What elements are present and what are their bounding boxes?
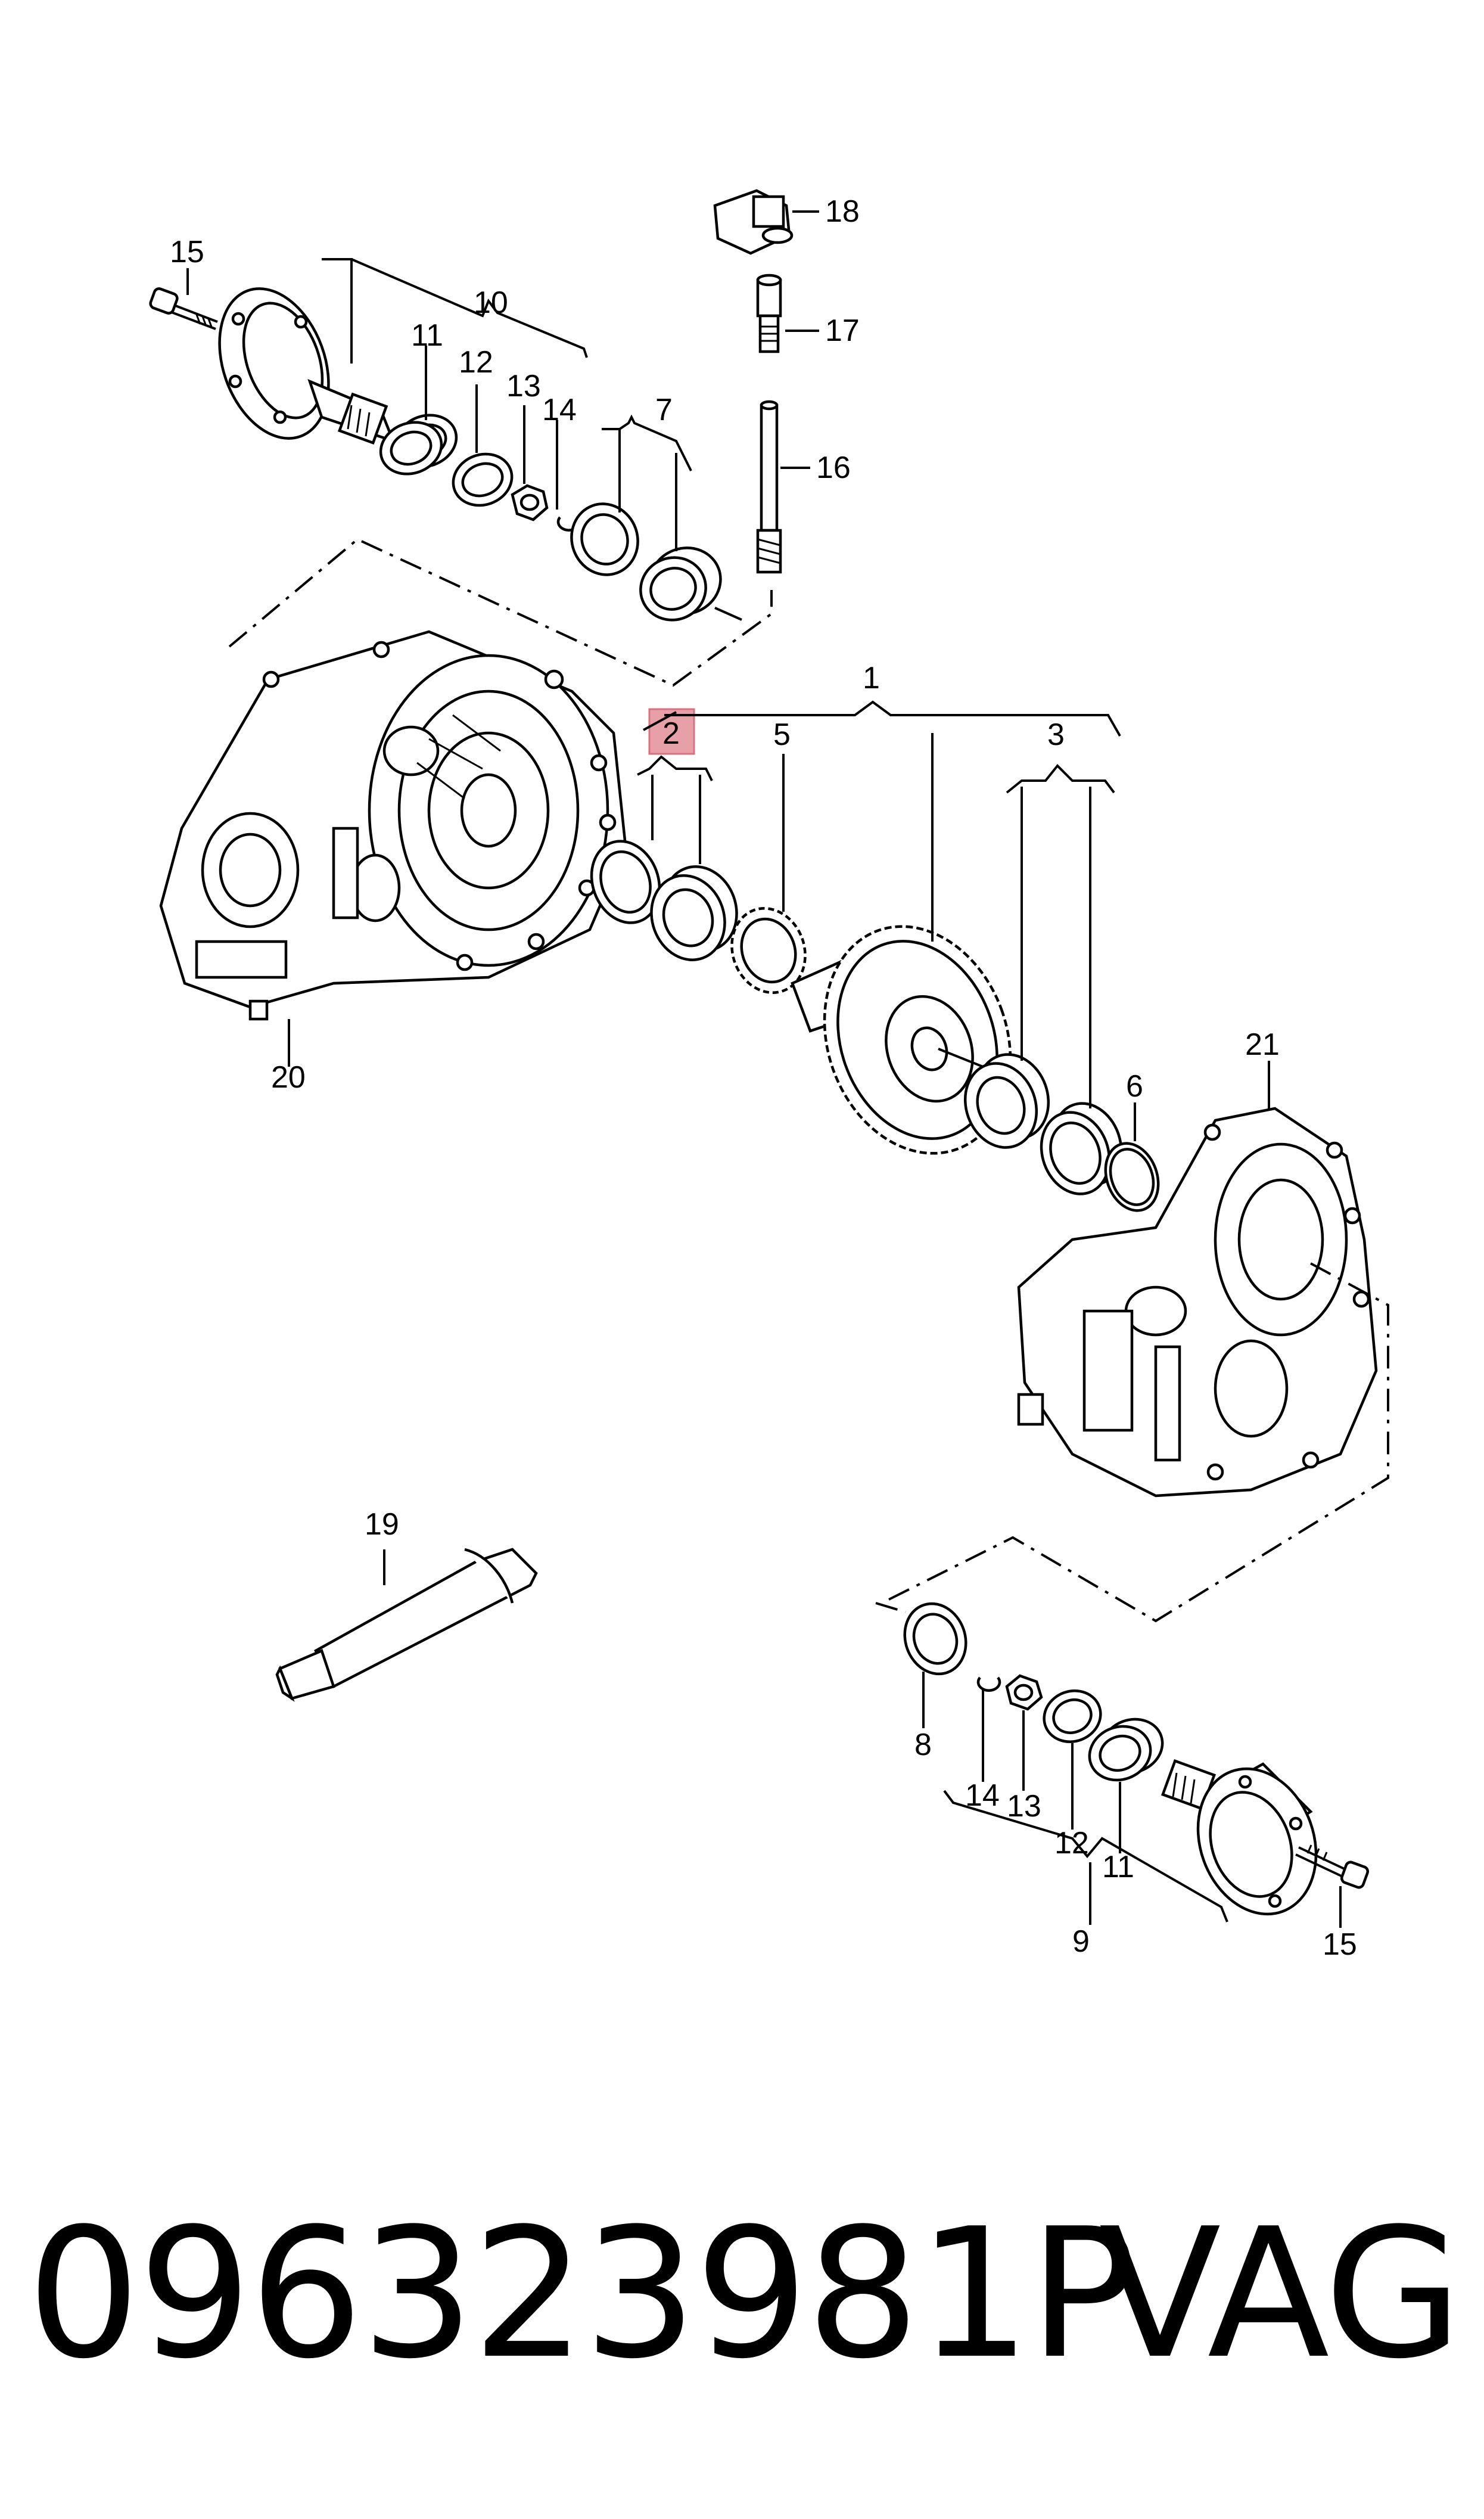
shim-6 <box>1104 1142 1160 1212</box>
drive-shaft-17 <box>756 274 782 353</box>
callout-9: 9 <box>1072 1924 1090 1959</box>
callout-17: 17 <box>825 313 860 348</box>
nut-13-top <box>511 484 549 521</box>
crown-wheel-1 <box>791 925 1012 1155</box>
part-number: 096323981P <box>27 2190 1137 2398</box>
taper-bearing-11-bottom <box>1088 1717 1164 1782</box>
callout-labels: 15 10 11 12 13 14 7 18 17 16 1 2 5 3 6 2… <box>170 194 1357 1962</box>
bracket-2 <box>637 755 713 781</box>
callout-10: 10 <box>474 285 508 320</box>
callout-3: 3 <box>1047 718 1065 752</box>
callout-2: 2 <box>662 716 680 751</box>
callout-21: 21 <box>1245 1027 1280 1062</box>
taper-bearing-11-top <box>379 414 458 476</box>
bolt-15-top <box>149 287 218 330</box>
right-flange-shaft-group <box>903 1602 1370 1916</box>
bearing-2b <box>650 865 738 961</box>
callout-19: 19 <box>365 1507 399 1542</box>
callout-11-top: 11 <box>411 318 443 353</box>
ring-12-bottom <box>1043 1689 1102 1743</box>
bolt-15-bottom <box>1295 1844 1370 1889</box>
bearing-race-3 <box>1040 1102 1123 1195</box>
callout-5: 5 <box>773 718 791 752</box>
left-flange-shaft-group <box>149 287 742 622</box>
bracket-1 <box>643 700 1121 737</box>
gearbox-housing-20 <box>159 630 627 1021</box>
bracket-3 <box>1006 764 1115 794</box>
callout-14-top: 14 <box>542 393 577 427</box>
callout-20: 20 <box>271 1060 306 1095</box>
seal-8-bottom <box>903 1602 967 1676</box>
callout-6: 6 <box>1126 1069 1143 1104</box>
callout-1: 1 <box>863 661 880 695</box>
highlight-box-part-2 <box>648 708 695 755</box>
circlip-14-bottom <box>976 1676 1001 1692</box>
gearbox-housing-21 <box>1017 1061 1378 1498</box>
differential-group <box>590 840 1160 1212</box>
output-flange-right <box>1161 1759 1318 1916</box>
leader-lines <box>186 258 1342 1928</box>
callout-12-bottom: 12 <box>1054 1826 1089 1860</box>
assembly-bracket-bottom <box>875 1602 906 1613</box>
taper-bearing-3 <box>963 1053 1050 1149</box>
callout-16: 16 <box>816 451 851 485</box>
pinion-shaft-16 <box>756 400 782 574</box>
ring-2a <box>590 840 661 924</box>
callout-15-bottom: 15 <box>1323 1927 1357 1962</box>
nut-13-bottom <box>1005 1674 1043 1711</box>
seal-7-top <box>570 502 639 576</box>
speedometer-drive-group <box>713 189 819 574</box>
speedo-gear-5 <box>730 907 807 994</box>
callout-14-bottom: 14 <box>965 1778 1000 1813</box>
callout-15-top: 15 <box>170 235 204 269</box>
callout-11-bottom: 11 <box>1102 1850 1134 1884</box>
bearing-race-7-top <box>639 546 722 622</box>
ring-12-top <box>452 452 514 507</box>
callout-13-bottom: 13 <box>1007 1789 1041 1824</box>
callout-12-top: 12 <box>459 345 493 380</box>
assembly-bracket-right <box>881 1262 1389 1623</box>
callout-7: 7 <box>655 393 673 427</box>
brand-name: VAG <box>1099 2190 1463 2398</box>
callout-8: 8 <box>914 1728 932 1762</box>
output-flange-left <box>218 287 396 445</box>
speed-sensor-18 <box>713 189 794 255</box>
callout-13-top: 13 <box>506 369 541 403</box>
callout-18: 18 <box>825 194 860 229</box>
assembly-bracket-top-left <box>228 538 773 687</box>
sealant-tube-19 <box>275 1548 538 1702</box>
